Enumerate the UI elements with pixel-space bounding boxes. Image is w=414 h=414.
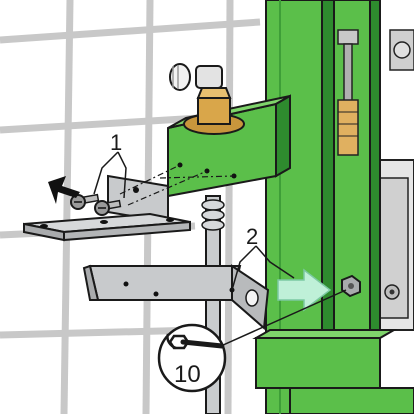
callout-1-leaders — [93, 151, 127, 199]
callout-2-leaders — [231, 245, 295, 291]
hex-nut — [341, 274, 361, 298]
direction-arrow-icon — [277, 268, 332, 312]
screw-right — [94, 199, 122, 216]
support-bracket — [82, 264, 270, 331]
insert-arrow-icon — [48, 176, 80, 204]
water-inlet-fitting — [169, 63, 245, 135]
lower-crossbeam — [252, 329, 414, 414]
wrench-size-label: 10 — [174, 361, 201, 388]
alignment-lines — [119, 164, 235, 206]
wrench-callout: 10 — [157, 289, 347, 393]
wrench-icon — [166, 333, 225, 350]
callout-2-label: 2 — [246, 224, 258, 249]
adjust-mechanism — [337, 29, 414, 156]
callout-1-label: 1 — [110, 130, 122, 155]
angle-bracket — [23, 174, 191, 242]
